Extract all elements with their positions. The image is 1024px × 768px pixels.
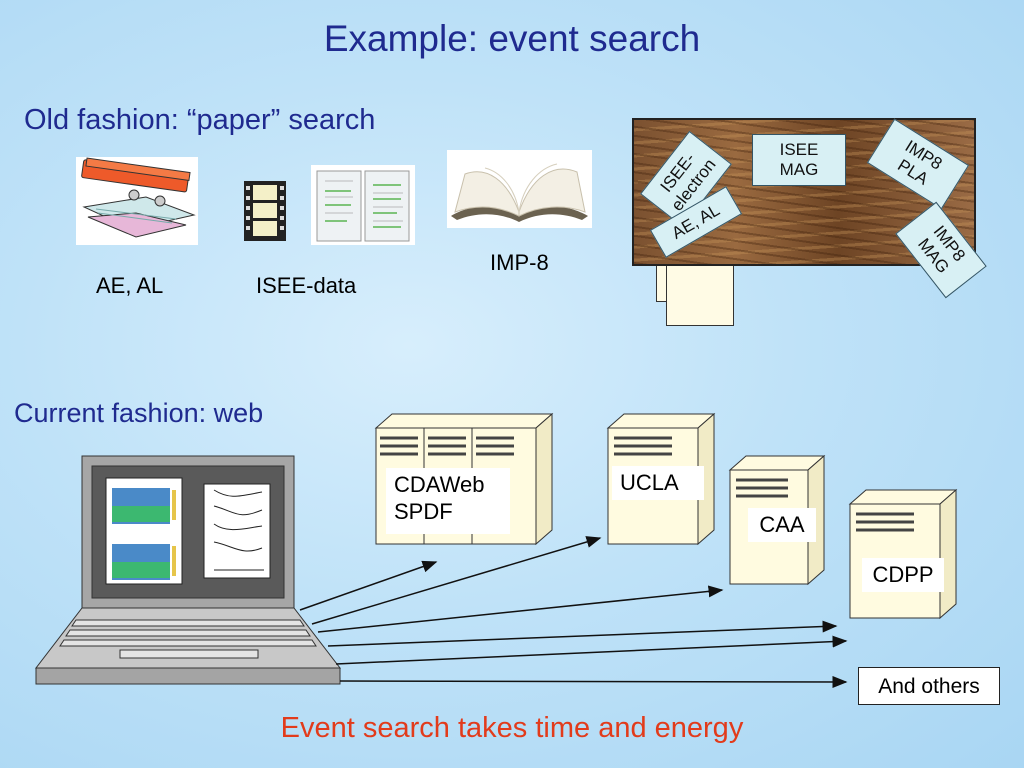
current-fashion-heading: Current fashion: web xyxy=(14,398,264,428)
laptop-icon xyxy=(34,455,342,685)
ucla-label: UCLA xyxy=(612,466,704,500)
binder-image xyxy=(76,157,198,245)
binder-icon xyxy=(81,157,196,238)
card-isee-mag: ISEE MAG xyxy=(752,134,846,186)
cdaweb-spdf-label: CDAWeb SPDF xyxy=(386,468,510,534)
report-image xyxy=(311,165,415,245)
open-book-icon xyxy=(451,163,588,222)
cdpp-label: CDPP xyxy=(862,558,944,592)
open-book-image xyxy=(447,150,592,228)
ae-al-label: AE, AL xyxy=(96,273,164,298)
open-report-icon xyxy=(316,170,410,242)
and-others-box: And others xyxy=(858,667,1000,705)
film-strip-image xyxy=(244,181,286,241)
connection-arrows xyxy=(299,536,848,688)
isee-data-label: ISEE-data xyxy=(256,273,357,298)
slide-title: Example: event search xyxy=(323,18,701,59)
footer-text: Event search takes time and energy xyxy=(280,712,744,744)
film-icon xyxy=(244,181,286,241)
server-cdpp-icon xyxy=(848,488,958,620)
imp8-label: IMP-8 xyxy=(490,250,549,275)
caa-label: CAA xyxy=(748,508,816,542)
old-fashion-heading: Old fashion: “paper” search xyxy=(24,104,376,136)
